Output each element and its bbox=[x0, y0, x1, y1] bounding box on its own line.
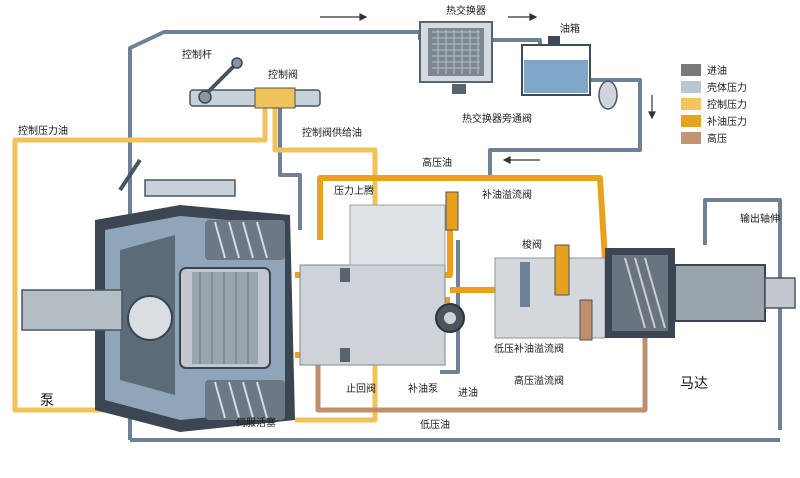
motor-body bbox=[605, 248, 796, 338]
label-pump: 泵 bbox=[40, 393, 54, 409]
valve-block bbox=[299, 191, 465, 366]
charge-outer bbox=[317, 175, 608, 261]
motor-case-line bbox=[703, 198, 782, 430]
legend-swatch-0 bbox=[681, 64, 701, 76]
label-low-pressure-charge-relief: 低压补油溢流阀 bbox=[494, 342, 564, 355]
label-control-valve-supply: 控制阀供给油 bbox=[302, 126, 362, 139]
pump-body bbox=[21, 158, 295, 432]
legend-swatch-1 bbox=[681, 81, 701, 93]
label-high-pressure-relief: 高压溢流阀 bbox=[514, 374, 564, 387]
legend-label-2: 控制压力 bbox=[707, 98, 747, 111]
legend-label-3: 补油压力 bbox=[707, 115, 747, 128]
label-shuttle-valve: 梭阀 bbox=[522, 238, 542, 251]
control-pressure-right bbox=[272, 105, 378, 423]
heat-exchanger bbox=[419, 21, 493, 94]
motor-valve-block bbox=[494, 244, 606, 341]
label-low-pressure-oil: 低压油 bbox=[420, 418, 450, 431]
label-motor: 马达 bbox=[680, 376, 708, 392]
label-check-valve: 止回阀 bbox=[346, 382, 376, 395]
label-charge-pump: 补油泵 bbox=[408, 382, 438, 395]
legend-swatch-4 bbox=[681, 132, 701, 144]
control-valve-assembly bbox=[189, 57, 321, 109]
label-heat-exchanger-bypass: 热交换器旁通阀 bbox=[462, 112, 532, 125]
label-charge-relief-valve: 补油溢流阀 bbox=[482, 188, 532, 201]
label-control-valve: 控制阀 bbox=[268, 68, 298, 81]
label-control-pressure-oil: 控制压力油 bbox=[18, 124, 68, 137]
legend-swatch-3 bbox=[681, 115, 701, 127]
legend-swatch-2 bbox=[681, 98, 701, 110]
label-heat-exchanger: 热交换器 bbox=[446, 4, 486, 17]
control-supply-line bbox=[278, 105, 302, 230]
legend-label-0: 进油 bbox=[707, 64, 727, 77]
label-servo-piston: 伺服活塞 bbox=[236, 416, 276, 429]
tank-outlet-line bbox=[488, 78, 642, 180]
oil-tank bbox=[521, 36, 618, 110]
label-control-lever: 控制杆 bbox=[182, 48, 212, 61]
legend-label-1: 壳体压力 bbox=[707, 81, 747, 94]
control-pressure-lines bbox=[12, 105, 378, 423]
label-inlet-oil: 进油 bbox=[458, 386, 478, 399]
control-pressure-left bbox=[12, 105, 268, 413]
filter bbox=[598, 80, 618, 110]
legend-label-4: 高压 bbox=[707, 132, 727, 145]
legend: 进油 壳体压力 控制压力 补油压力 高压 bbox=[681, 64, 747, 145]
label-oil-tank: 油箱 bbox=[560, 22, 580, 35]
flow-arrows bbox=[320, 13, 656, 164]
label-pressure-lift: 压力上腾 bbox=[334, 184, 374, 197]
inlet-line bbox=[440, 240, 460, 374]
label-high-pressure-oil: 高压油 bbox=[422, 156, 452, 169]
label-output-shaft: 输出轴伸 bbox=[740, 212, 780, 225]
